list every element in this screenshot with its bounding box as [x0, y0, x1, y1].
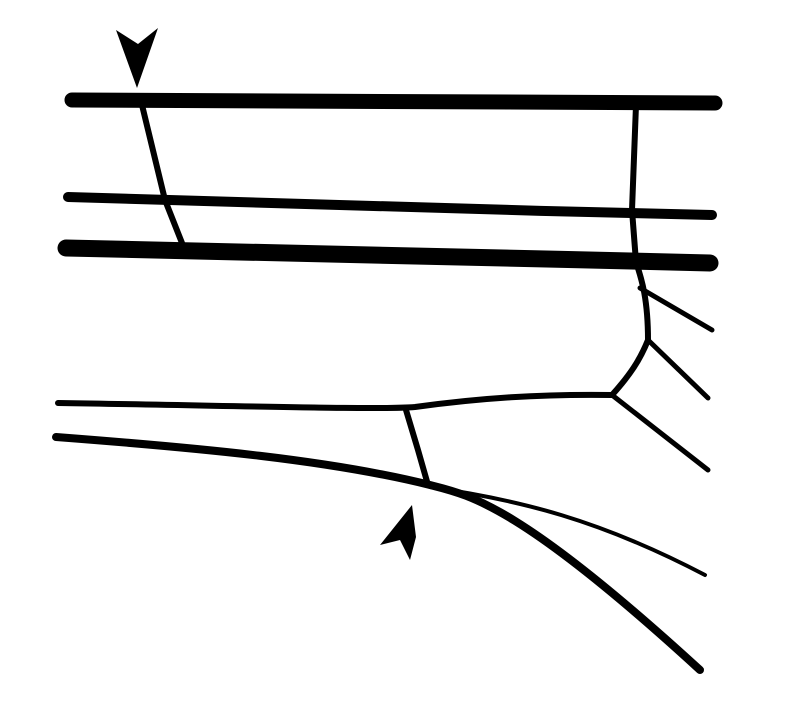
top-arrowhead-marker — [116, 28, 158, 88]
bottom-arrowhead-marker — [380, 505, 416, 560]
markers-group — [116, 28, 416, 560]
right-crossvein — [629, 102, 639, 265]
right-branch-stem — [609, 259, 651, 398]
lower-curved-vein — [52, 433, 704, 674]
top-thick-vein — [64, 92, 723, 111]
lower-crossvein — [403, 407, 431, 488]
right-branch-upper — [637, 285, 715, 333]
left-crossvein — [139, 102, 185, 246]
right-branch-lower — [609, 392, 711, 473]
third-thick-vein — [57, 239, 719, 272]
right-branch-middle — [645, 337, 711, 401]
lower-thin-branch — [428, 485, 707, 577]
veins-group — [52, 92, 723, 674]
middle-vein — [55, 391, 615, 412]
